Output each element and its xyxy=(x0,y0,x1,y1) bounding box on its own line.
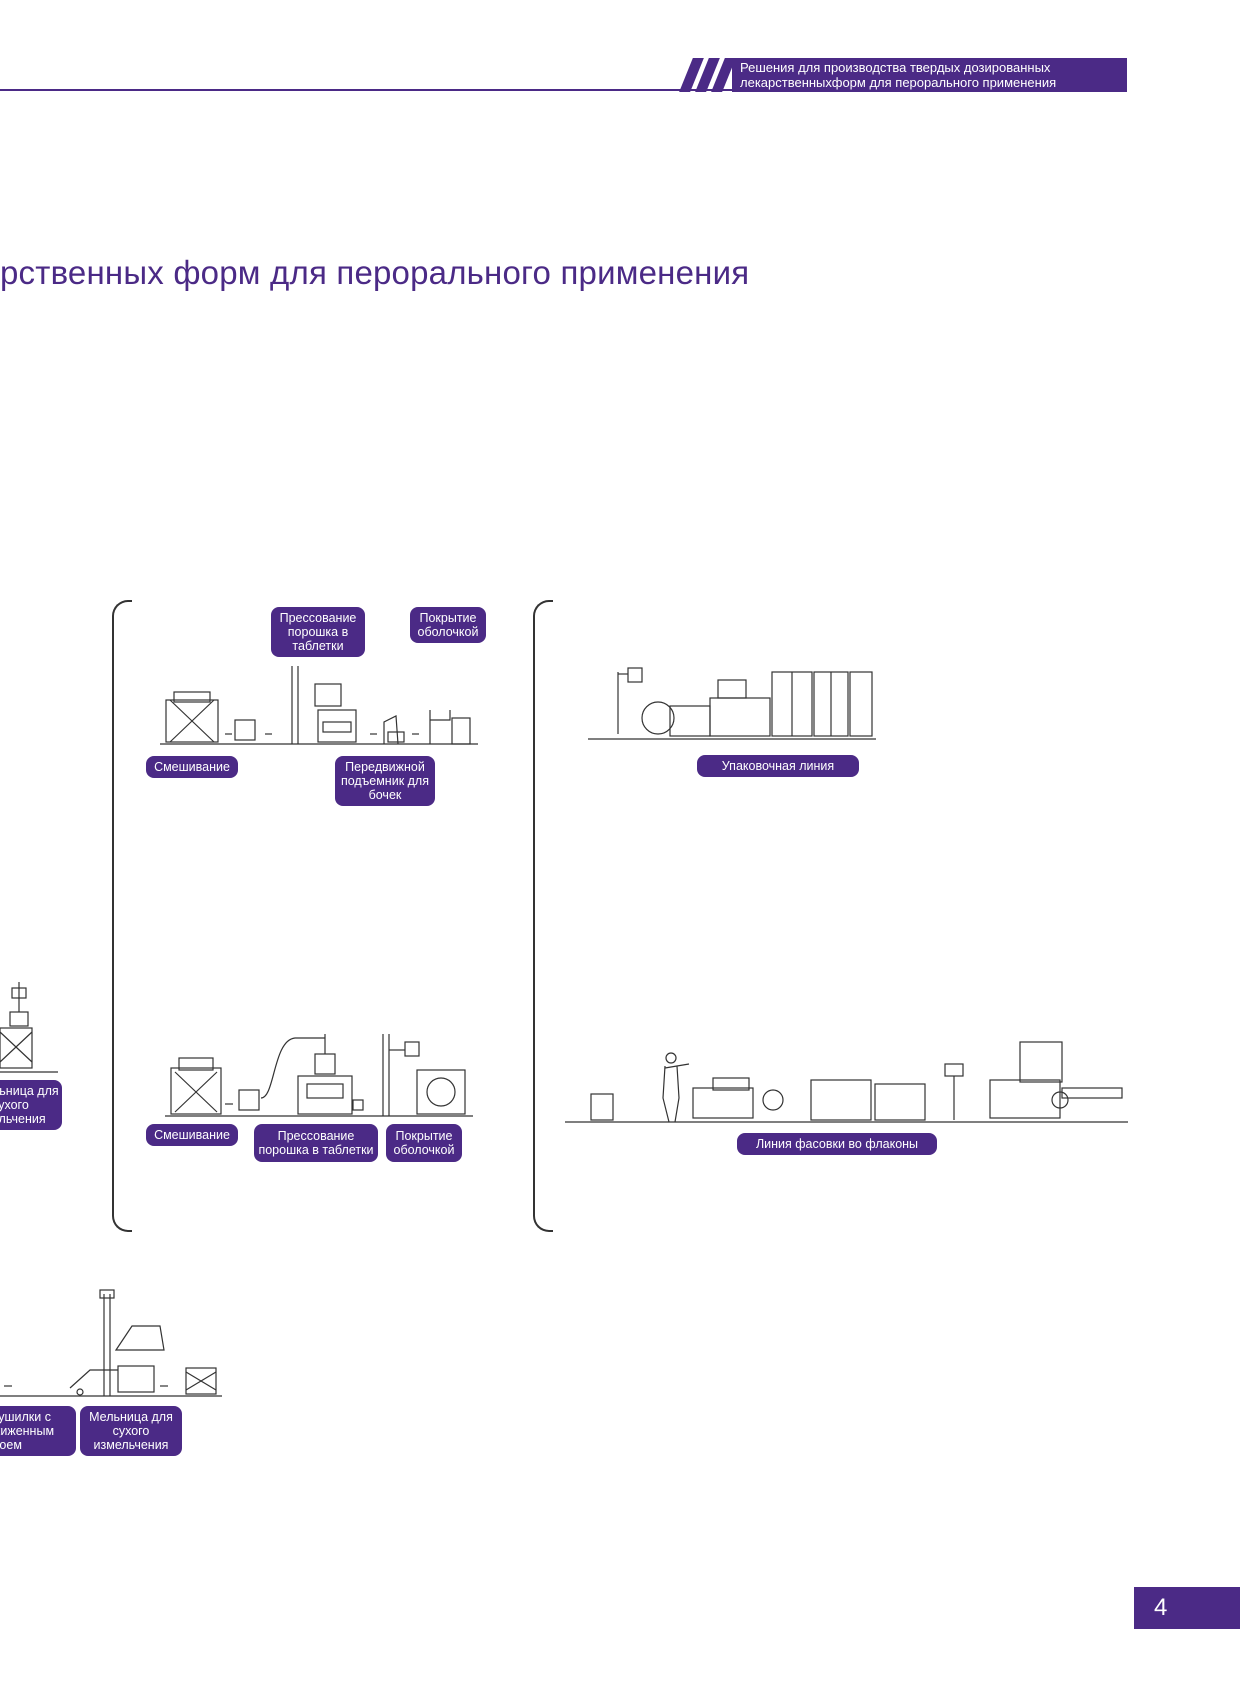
header-title-box: Решения для производства твердых дозиров… xyxy=(732,58,1127,92)
page-number: 4 xyxy=(1134,1587,1240,1629)
label-pressing-bottom: Прессование порошка в таблетки xyxy=(254,1124,378,1162)
label-pressing-top: Прессование порошка в таблетки xyxy=(271,607,365,657)
packaging-line-illustration xyxy=(588,667,876,740)
header-rule xyxy=(0,89,1127,91)
label-barrel-lift: Передвижной подъемник для бочек xyxy=(335,756,435,806)
section-title: рственных форм для перорального применен… xyxy=(0,254,750,291)
label-coating-top: Покрытие оболочкой xyxy=(410,607,486,643)
label-packaging-line: Упаковочная линия xyxy=(697,755,859,777)
dryer-mill-illustration xyxy=(0,1289,222,1397)
header-line-2: лекарственныхформ для перорального приме… xyxy=(740,75,1057,90)
label-bottle-line: Линия фасовки во флаконы xyxy=(737,1133,937,1155)
label-mixing-top: Смешивание xyxy=(146,756,238,778)
tablet-line-illustration-bottom xyxy=(165,1034,473,1117)
label-coating-bottom: Покрытие оболочкой xyxy=(386,1124,462,1162)
label-fluid-bed-dryer: сушилки с жиженным лоем xyxy=(0,1406,76,1456)
bottle-line-illustration xyxy=(565,1041,1128,1123)
label-mill-bottom: Мельница для сухого измельчения xyxy=(80,1406,182,1456)
group-bracket xyxy=(112,600,132,1232)
label-mixing-bottom: Смешивание xyxy=(146,1124,238,1146)
mill-illustration-left xyxy=(0,982,58,1073)
group-bracket xyxy=(533,600,553,1232)
tablet-line-illustration-top xyxy=(160,666,478,745)
header-line-1: Решения для производства твердых дозиров… xyxy=(740,60,1051,75)
label-mill-left: льница для сухого ельчения xyxy=(0,1080,62,1130)
